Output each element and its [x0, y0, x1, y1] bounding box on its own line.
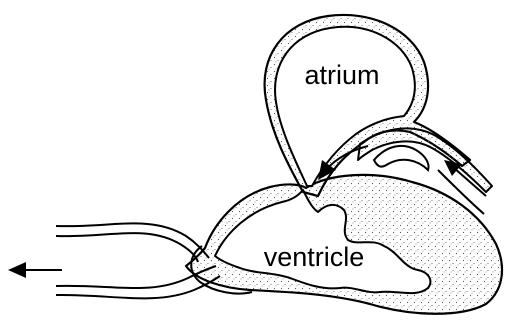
- arrow-left-icon: [8, 262, 62, 278]
- ventricle-label: ventricle: [264, 242, 365, 272]
- atrium-wall: [265, 15, 470, 196]
- atrium-label: atrium: [304, 60, 379, 90]
